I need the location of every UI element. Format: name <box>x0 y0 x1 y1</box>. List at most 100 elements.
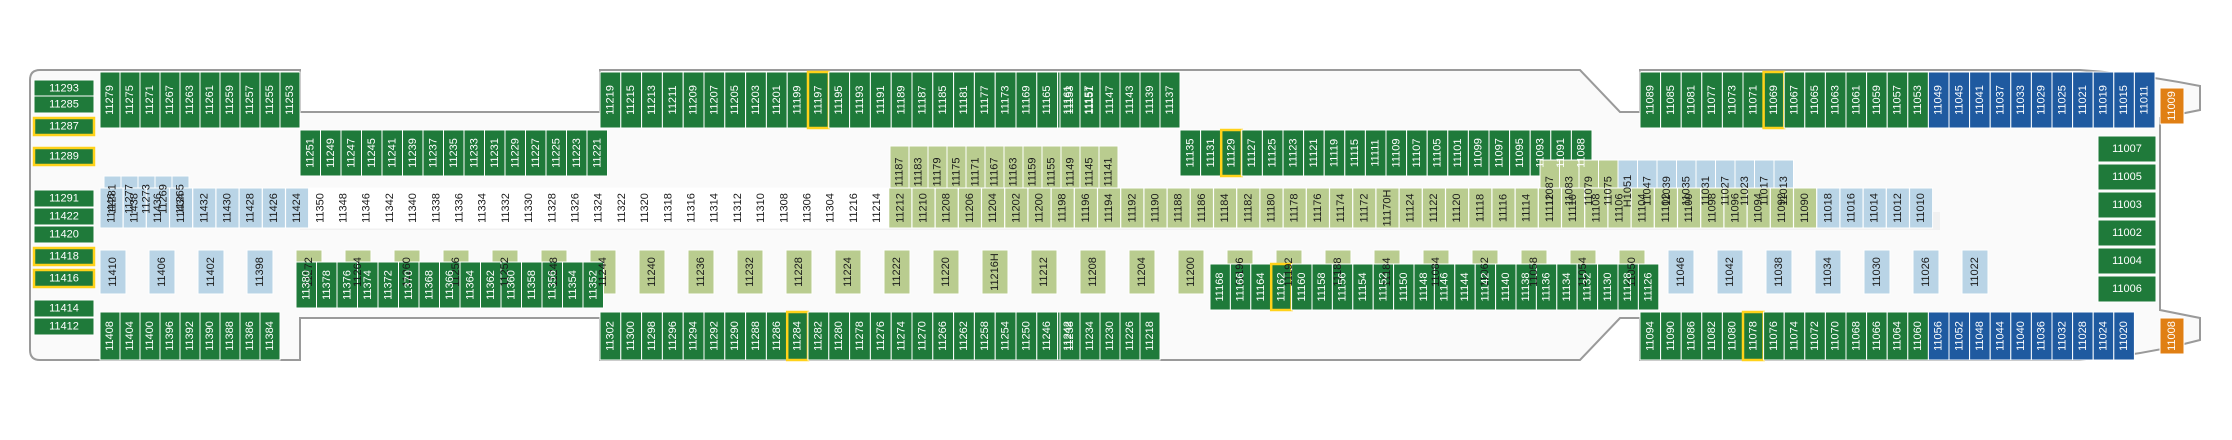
cabin-label: 11126 <box>1643 273 1655 302</box>
cabin-label: 11039 <box>1661 176 1673 206</box>
cabin-label: 11181 <box>958 86 970 115</box>
cabin-11422[interactable] <box>33 207 95 226</box>
cabin-label: 11234 <box>1084 321 1096 351</box>
cabin-11406[interactable] <box>148 249 176 295</box>
cabin-label: 11203 <box>750 85 762 115</box>
cabin-11002[interactable] <box>2097 219 2157 247</box>
cabin-label: 11400 <box>144 321 156 351</box>
cabin-11026[interactable] <box>1912 249 1940 295</box>
cabin-11020[interactable] <box>2113 311 2135 361</box>
cabin-label: 11246 <box>1041 321 1053 351</box>
cabin-11220[interactable] <box>932 249 960 295</box>
cabin-label: 11134 <box>1561 273 1573 302</box>
cabin-11008[interactable] <box>2159 317 2185 355</box>
cabin-11402[interactable] <box>197 249 225 295</box>
cabin-label: 11223 <box>571 138 583 168</box>
cabin-label: 11200 <box>1034 193 1046 223</box>
cabin-11022[interactable] <box>1961 249 1989 295</box>
cabin-11287[interactable] <box>32 116 96 137</box>
cabin-11034[interactable] <box>1814 249 1842 295</box>
cabin-11289[interactable] <box>32 146 96 167</box>
cabin-11228[interactable] <box>785 249 813 295</box>
cabin-label: 11105 <box>1432 139 1444 168</box>
cabin-label: 11104 <box>1637 194 1649 223</box>
cabin-11005[interactable] <box>2097 163 2157 191</box>
cabin-11221[interactable] <box>586 129 608 177</box>
cabin-label: 11346 <box>361 193 373 223</box>
cabin-label: 11194 <box>1103 194 1115 223</box>
cabin-label: 11386 <box>244 321 256 351</box>
cabin-11285[interactable] <box>33 95 95 114</box>
cabin-11398[interactable] <box>246 249 274 295</box>
cabin-label: 11184 <box>1219 194 1231 223</box>
cabin-11042[interactable] <box>1716 249 1744 295</box>
cabin-label: 11388 <box>224 321 236 351</box>
cabin-label: 11189 <box>896 86 908 115</box>
cabin-label: 11314 <box>709 193 721 223</box>
cabin-label: 11416 <box>49 273 79 285</box>
cabin-11416[interactable] <box>32 268 96 289</box>
cabin-11384[interactable] <box>259 311 281 361</box>
cabin-11003[interactable] <box>2097 191 2157 219</box>
cabin-11208[interactable] <box>1079 249 1107 295</box>
cabin-label: 11025 <box>2056 85 2068 115</box>
cabin-label: 11294 <box>688 321 700 351</box>
cabin-11224[interactable] <box>834 249 862 295</box>
cabin-label: 11085 <box>1665 85 1677 115</box>
cabin-11126[interactable] <box>1637 263 1660 311</box>
cabin-11240[interactable] <box>638 249 666 295</box>
cabin-label: 11244 <box>597 257 609 287</box>
cabin-label: 11154 <box>1357 273 1369 302</box>
cabin-label: 11226 <box>1124 321 1136 351</box>
cabin-label: 11273 <box>141 184 153 214</box>
cabin-label: 11308 <box>778 193 790 223</box>
cabin-label: 11183 <box>913 158 925 187</box>
cabin-11420[interactable] <box>33 225 95 244</box>
cabin-11352[interactable] <box>582 261 604 309</box>
cabin-11216H[interactable] <box>981 249 1009 295</box>
cabin-11412[interactable] <box>33 317 95 336</box>
cabin-label: 11120 <box>1451 194 1463 223</box>
cabin-label: 11140 <box>1500 273 1512 302</box>
cabin-label: 11082 <box>1706 321 1718 351</box>
cabin-11010[interactable] <box>1909 187 1934 229</box>
cabin-11046[interactable] <box>1667 249 1695 295</box>
cabin-11218[interactable] <box>1139 311 1161 361</box>
cabin-label: 11041 <box>1974 85 1986 115</box>
cabin-11204[interactable] <box>1128 249 1156 295</box>
cabin-11011[interactable] <box>2133 71 2156 129</box>
cabin-label: 11215 <box>625 85 637 115</box>
cabin-11418[interactable] <box>32 246 96 267</box>
cabin-11232[interactable] <box>736 249 764 295</box>
cabin-label: 11053 <box>1912 85 1924 115</box>
cabin-11253[interactable] <box>279 71 301 129</box>
cabin-label: 11263 <box>184 85 196 115</box>
cabin-11009[interactable] <box>2159 87 2185 125</box>
cabin-label: 11036 <box>2036 321 2048 351</box>
cabin-label: 11002 <box>2112 227 2142 239</box>
cabin-11137[interactable] <box>1159 71 1181 129</box>
cabin-11007[interactable] <box>2097 135 2157 163</box>
cabin-11414[interactable] <box>33 299 95 318</box>
cabin-label: 11162 <box>1275 273 1287 302</box>
cabin-11038[interactable] <box>1765 249 1793 295</box>
cabin-11236[interactable] <box>687 249 715 295</box>
cabin-label: 11336 <box>454 193 466 223</box>
cabin-label: 11270 <box>916 321 928 351</box>
cabin-label: 11418 <box>49 251 79 263</box>
cabin-label: 11006 <box>2112 283 2142 295</box>
cabin-label: 11046 <box>1675 257 1687 287</box>
cabin-11222[interactable] <box>883 249 911 295</box>
cabin-11004[interactable] <box>2097 247 2157 275</box>
cabin-label: 11197 <box>812 86 824 115</box>
cabin-label: 11332 <box>500 193 512 223</box>
cabin-11410[interactable] <box>99 249 127 295</box>
cabin-11291[interactable] <box>33 189 95 208</box>
cabin-11006[interactable] <box>2097 275 2157 303</box>
cabin-11212[interactable] <box>1030 249 1058 295</box>
cabin-label: 11094 <box>1644 321 1656 351</box>
cabin-label: 11169 <box>1020 86 1032 115</box>
cabin-11030[interactable] <box>1863 249 1891 295</box>
cabin-label: 11086 <box>1686 321 1698 351</box>
cabin-11200[interactable] <box>1177 249 1205 295</box>
